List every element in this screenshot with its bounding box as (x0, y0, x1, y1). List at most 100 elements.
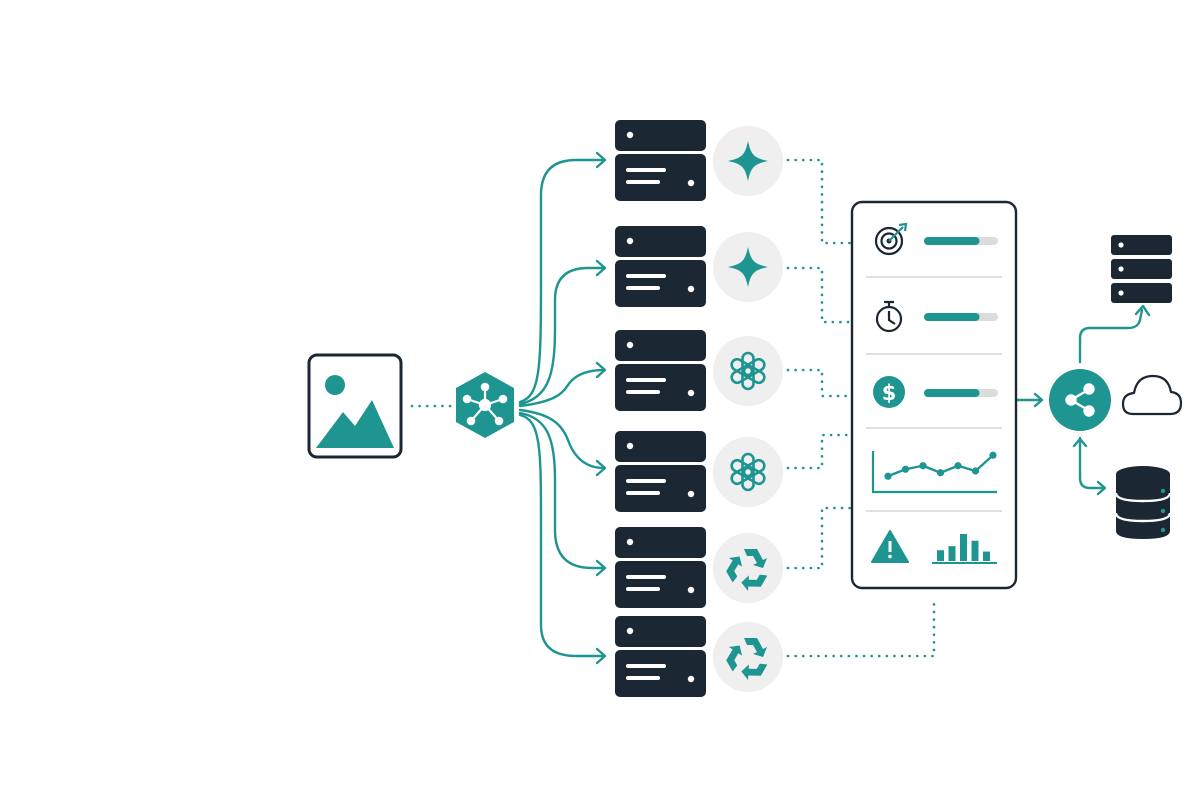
server-led (626, 442, 634, 450)
warning-mark (888, 541, 892, 552)
fanout-line (518, 408, 606, 470)
model-server (615, 527, 783, 608)
chart-axes (871, 451, 997, 494)
server-icon (615, 120, 706, 201)
sparkle-shape (728, 247, 768, 287)
server-led (626, 538, 634, 546)
alert-bar (983, 551, 990, 561)
server-top-unit (615, 527, 706, 558)
hub-node (494, 416, 504, 426)
share-icon (1065, 383, 1095, 417)
server-bottom-unit (615, 364, 706, 411)
provider-badge-bg (713, 622, 783, 692)
share-node (1083, 383, 1095, 395)
fanout-line (518, 158, 606, 404)
hub-node (466, 416, 476, 426)
provider-badge (713, 533, 783, 603)
server-led (687, 675, 695, 683)
cloud-icon (1121, 374, 1183, 416)
openai-knot-icon (730, 452, 766, 492)
database-top (1116, 466, 1170, 482)
arrowhead (1072, 437, 1088, 448)
dotted-link (786, 506, 852, 570)
trend-point (884, 472, 892, 480)
server-slot (626, 491, 660, 495)
alert-bar (960, 534, 967, 561)
server-led (687, 389, 695, 397)
server-led (626, 627, 634, 635)
trend-point (901, 465, 910, 473)
model-server (615, 226, 783, 307)
alert-bar (971, 540, 979, 561)
server-slot (626, 274, 666, 278)
progress-fill (924, 237, 980, 245)
server-icon (615, 431, 706, 512)
dollar-coin (873, 376, 905, 408)
trend-point (971, 467, 980, 475)
recycle-chevron (726, 645, 743, 672)
recycle-chevron (726, 556, 743, 583)
server-slot (626, 390, 660, 394)
alert-bar (937, 550, 944, 561)
arrowhead (1096, 480, 1107, 496)
provider-badge (713, 622, 783, 692)
provider-badge-bg (713, 336, 783, 406)
server-icon (615, 616, 706, 697)
stack-led (1118, 290, 1124, 296)
trend-points (884, 451, 997, 480)
database-led (1160, 488, 1166, 494)
hub-core (478, 398, 492, 412)
alert-bar (948, 546, 956, 561)
output-cloud (1121, 374, 1183, 416)
fanout-line (518, 368, 606, 408)
server-top-unit (615, 431, 706, 462)
knot-petal (730, 458, 754, 479)
metrics-panel: $ (850, 200, 1018, 590)
image-sun (325, 375, 345, 395)
database-icon (1114, 466, 1172, 539)
recycle-chevron (741, 663, 768, 680)
dotted-link (786, 596, 936, 658)
database-led (1160, 527, 1166, 533)
dotted-link (786, 433, 852, 470)
recycle-chevron (741, 574, 768, 591)
recycle-icon (726, 638, 768, 680)
server-led (626, 341, 634, 349)
server-slot (626, 587, 660, 591)
distributor-circle (1049, 369, 1111, 431)
server-bottom-unit (615, 154, 706, 201)
progress-fill (924, 389, 980, 397)
server-icon (615, 527, 706, 608)
hub-node (480, 382, 490, 392)
server-led (626, 237, 634, 245)
arrowhead (595, 361, 607, 379)
connections (410, 151, 1151, 665)
server-led (687, 285, 695, 293)
trend-point (936, 469, 945, 477)
stack-led (1118, 242, 1124, 248)
dotted-link (786, 368, 852, 398)
arrowhead (595, 559, 607, 577)
stack-unit (1111, 235, 1172, 255)
stopwatch-icon (875, 300, 903, 333)
provider-badge (713, 232, 783, 302)
server-slot (626, 575, 666, 579)
arrowhead (595, 151, 607, 169)
distributor-node (1049, 369, 1111, 431)
provider-badge-bg (713, 533, 783, 603)
openai-knot-icon (730, 351, 766, 391)
provider-badge (713, 336, 783, 406)
stack-unit (1111, 259, 1172, 279)
recycle-chevron (744, 638, 767, 657)
metric-progress (924, 313, 998, 321)
model-server (615, 616, 783, 697)
server-top-unit (615, 616, 706, 647)
trend-point (954, 462, 962, 470)
server-stack-icon (1111, 235, 1172, 303)
trend-point (919, 462, 927, 470)
provider-to-panel-links (786, 158, 936, 658)
stack-led (1118, 266, 1124, 272)
hub-node (498, 394, 508, 404)
router-fanout (518, 151, 607, 665)
